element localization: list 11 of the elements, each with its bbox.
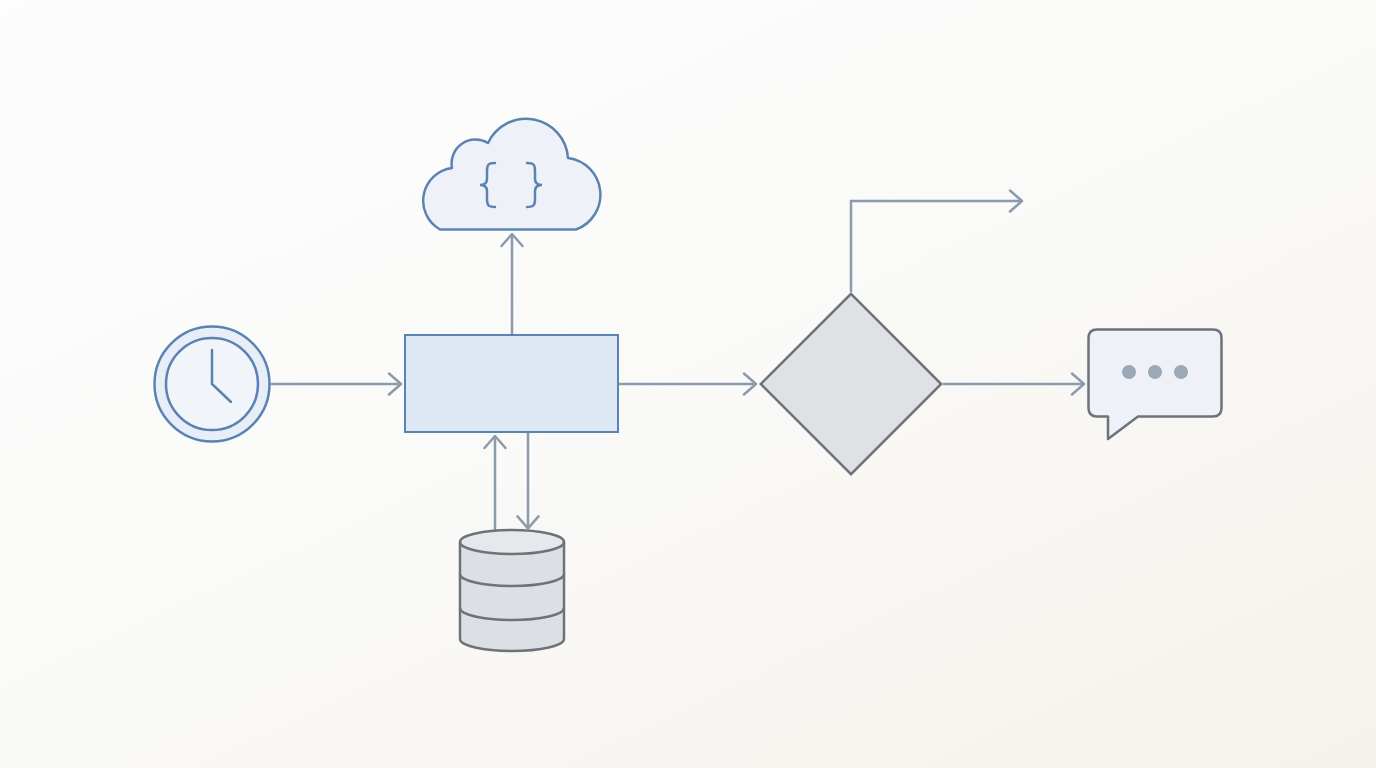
- arrow: [943, 372, 1086, 396]
- arrow: [619, 372, 758, 396]
- database-cylinder: [458, 528, 566, 653]
- decision-diamond: [759, 292, 943, 476]
- arrow: [271, 372, 403, 396]
- clock-icon: [153, 325, 271, 443]
- speech-bubble: [1087, 328, 1223, 441]
- arrow: [516, 433, 540, 530]
- arrow: [500, 232, 524, 334]
- process-box: [404, 334, 619, 433]
- arrow: [849, 189, 1024, 292]
